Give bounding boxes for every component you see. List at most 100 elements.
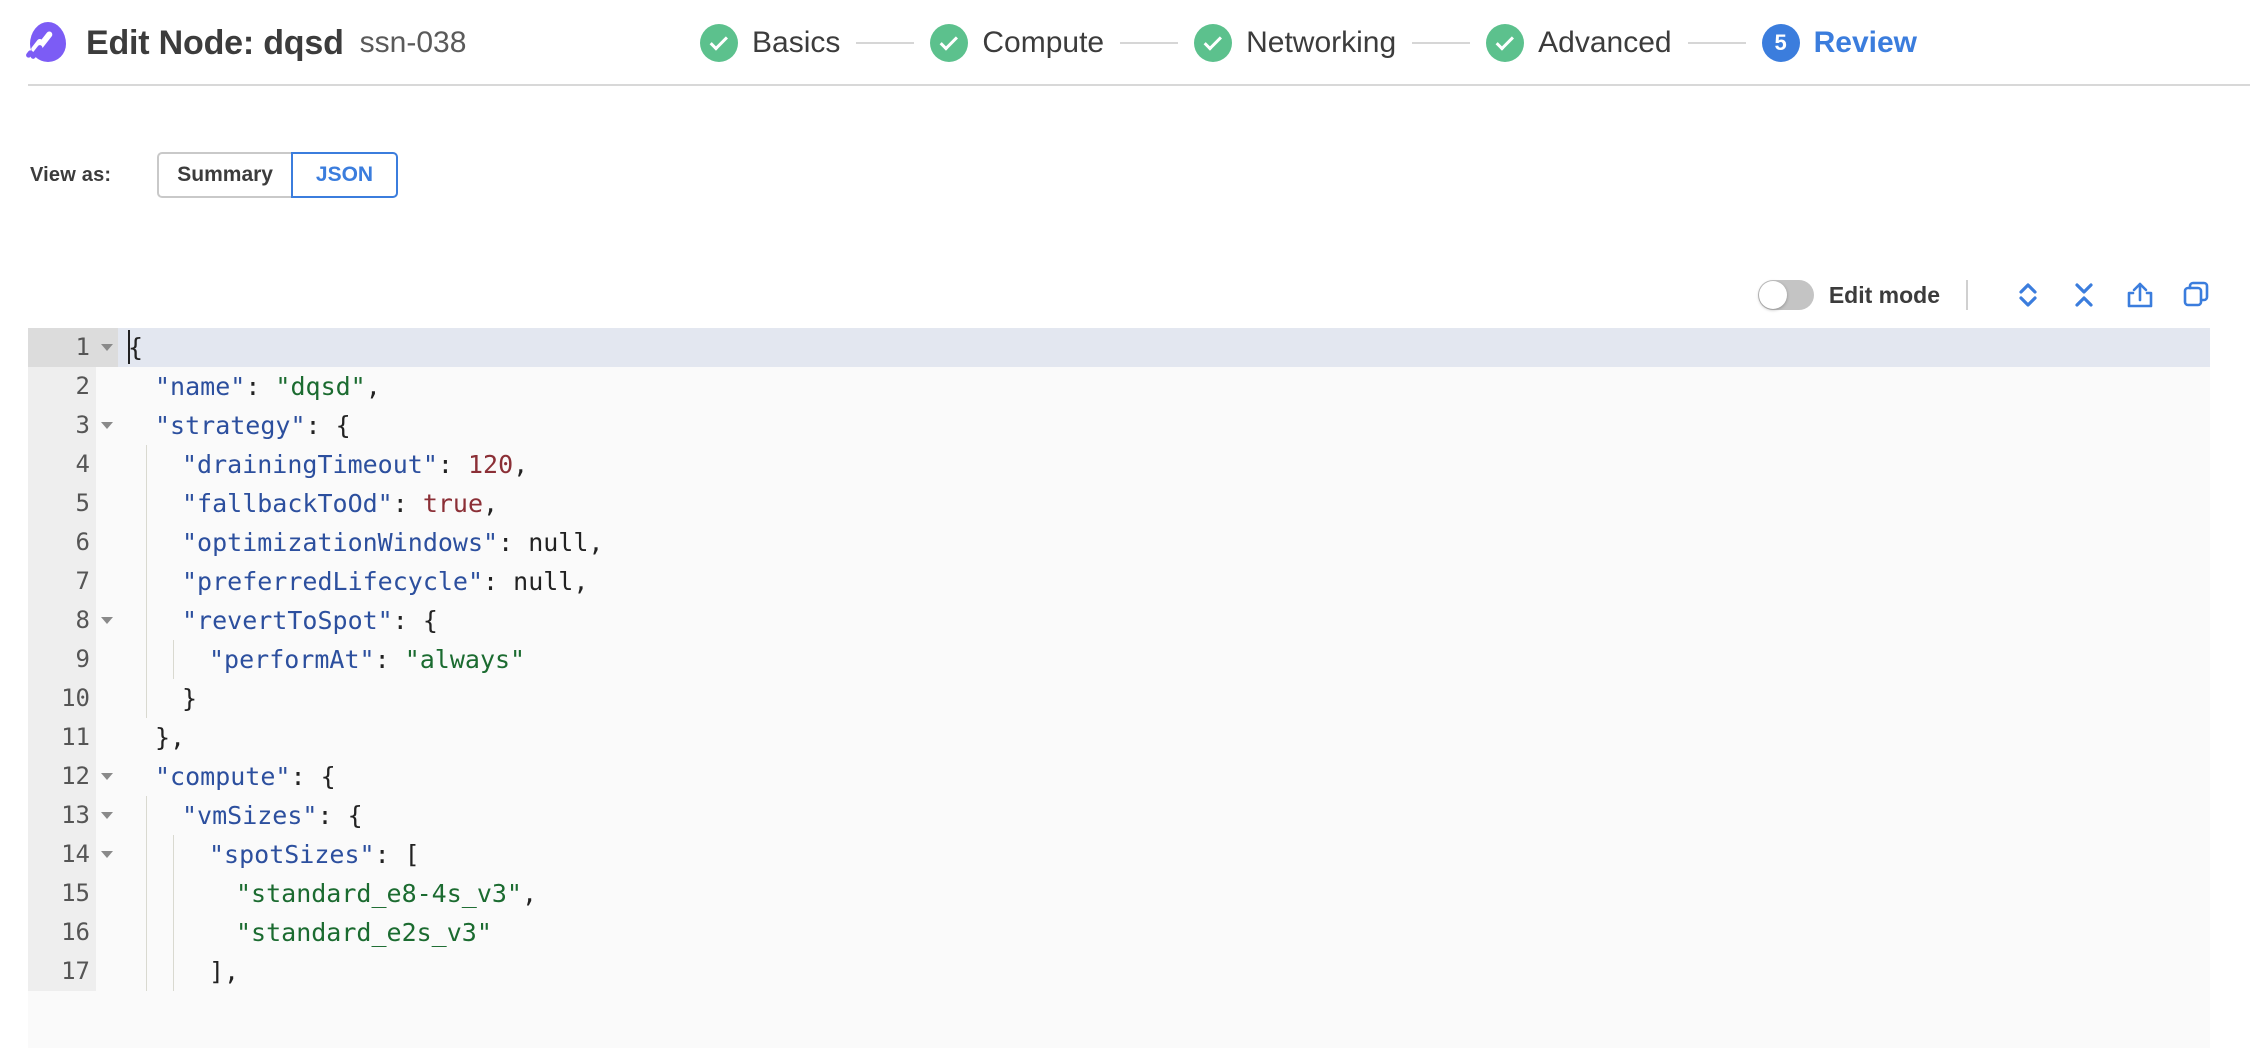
share-icon[interactable] bbox=[2120, 277, 2160, 313]
json-token-punct: ], bbox=[209, 957, 240, 986]
line-number: 4 bbox=[28, 445, 96, 484]
code-line[interactable]: 2"name": "dqsd", bbox=[28, 367, 2210, 406]
step-networking-status-icon bbox=[1194, 24, 1233, 62]
code-line[interactable]: 8 "revertToSpot": { bbox=[28, 601, 2210, 640]
step-advanced-label: Advanced bbox=[1538, 26, 1672, 59]
indent-guide bbox=[146, 523, 147, 562]
wizard-stepper: Basics Compute Networking Advanced 5 Rev… bbox=[700, 0, 1917, 86]
json-token-punct: : { bbox=[392, 606, 438, 635]
json-token-punct: , bbox=[573, 567, 589, 596]
line-number: 6 bbox=[28, 523, 96, 562]
line-number: 11 bbox=[28, 718, 96, 757]
code-text: "drainingTimeout": 120, bbox=[118, 445, 2210, 484]
code-text: }, bbox=[118, 718, 2210, 757]
json-token-key: "optimizationWindows" bbox=[182, 528, 499, 557]
step-advanced[interactable]: Advanced bbox=[1486, 24, 1672, 62]
fold-spacer bbox=[96, 523, 118, 562]
page-subtitle: ssn-038 bbox=[359, 26, 467, 59]
json-token-punct: , bbox=[513, 450, 529, 479]
json-token-punct: : bbox=[245, 372, 276, 401]
code-line[interactable]: 5 "fallbackToOd": true, bbox=[28, 484, 2210, 523]
json-token-str: "standard_e8-4s_v3" bbox=[236, 879, 522, 908]
json-token-punct: , bbox=[365, 372, 381, 401]
view-as-toggle-group: Summary JSON bbox=[157, 152, 398, 198]
code-line[interactable]: 9"performAt": "always" bbox=[28, 640, 2210, 679]
json-editor[interactable]: 1{2"name": "dqsd",3"strategy": {4 "draini… bbox=[28, 328, 2210, 1048]
code-text: "standard_e2s_v3" bbox=[118, 913, 2210, 952]
page-title: Edit Node: dqsd bbox=[86, 23, 344, 62]
json-token-punct: : bbox=[498, 528, 529, 557]
copy-icon[interactable] bbox=[2176, 277, 2216, 313]
json-token-str: "dqsd" bbox=[275, 372, 366, 401]
step-compute[interactable]: Compute bbox=[930, 24, 1104, 62]
json-token-key: "compute" bbox=[155, 762, 291, 791]
fold-arrow-icon[interactable] bbox=[96, 406, 118, 445]
indent-guide bbox=[146, 484, 147, 523]
fold-spacer bbox=[96, 640, 118, 679]
view-as-json-button[interactable]: JSON bbox=[291, 152, 398, 198]
code-line[interactable]: 14 "spotSizes": [ bbox=[28, 835, 2210, 874]
fold-arrow-icon[interactable] bbox=[96, 328, 118, 367]
fold-spacer bbox=[96, 952, 118, 991]
edit-mode-toggle[interactable] bbox=[1757, 280, 1814, 310]
json-token-punct: , bbox=[588, 528, 604, 557]
fold-spacer bbox=[96, 484, 118, 523]
code-text: { bbox=[118, 328, 2210, 367]
json-token-null: null bbox=[513, 567, 574, 596]
json-token-key: "performAt" bbox=[209, 645, 375, 674]
code-text: "spotSizes": [ bbox=[118, 835, 2210, 874]
json-token-str: "always" bbox=[404, 645, 526, 674]
step-basics-label: Basics bbox=[752, 26, 841, 59]
code-line[interactable]: 11}, bbox=[28, 718, 2210, 757]
expand-all-icon[interactable] bbox=[2008, 277, 2048, 313]
code-line[interactable]: 4 "drainingTimeout": 120, bbox=[28, 445, 2210, 484]
step-review-number: 5 bbox=[1774, 30, 1787, 55]
code-text: "revertToSpot": { bbox=[118, 601, 2210, 640]
code-line[interactable]: 13"vmSizes": { bbox=[28, 796, 2210, 835]
collapse-all-icon[interactable] bbox=[2064, 277, 2104, 313]
code-text: ], bbox=[118, 952, 2210, 991]
toolbar-divider bbox=[1966, 280, 1968, 310]
line-number: 7 bbox=[28, 562, 96, 601]
code-line[interactable]: 16"standard_e2s_v3" bbox=[28, 913, 2210, 952]
line-number: 8 bbox=[28, 601, 96, 640]
code-line[interactable]: 10} bbox=[28, 679, 2210, 718]
code-line[interactable]: 12"compute": { bbox=[28, 757, 2210, 796]
json-token-punct: { bbox=[128, 333, 144, 362]
code-line[interactable]: 6"optimizationWindows": null, bbox=[28, 523, 2210, 562]
edit-mode-toggle-knob bbox=[1758, 281, 1787, 309]
code-line[interactable]: 3"strategy": { bbox=[28, 406, 2210, 445]
code-text: "performAt": "always" bbox=[118, 640, 2210, 679]
code-line[interactable]: 7 "preferredLifecycle": null, bbox=[28, 562, 2210, 601]
indent-guide bbox=[146, 679, 147, 718]
line-number: 5 bbox=[28, 484, 96, 523]
step-basics[interactable]: Basics bbox=[700, 24, 840, 62]
line-number: 14 bbox=[28, 835, 96, 874]
json-token-key: "preferredLifecycle" bbox=[182, 567, 484, 596]
fold-arrow-icon[interactable] bbox=[96, 835, 118, 874]
code-line[interactable]: 15"standard_e8-4s_v3", bbox=[28, 874, 2210, 913]
json-token-str: "standard_e2s_v3" bbox=[236, 918, 492, 947]
code-text: "fallbackToOd": true, bbox=[118, 484, 2210, 523]
fold-arrow-icon[interactable] bbox=[96, 796, 118, 835]
step-networking[interactable]: Networking bbox=[1194, 24, 1396, 62]
fold-arrow-icon[interactable] bbox=[96, 757, 118, 796]
step-review[interactable]: 5 Review bbox=[1761, 24, 1917, 62]
json-token-punct: : bbox=[483, 567, 514, 596]
view-as-summary-button[interactable]: Summary bbox=[157, 152, 291, 198]
indent-guide bbox=[146, 913, 147, 952]
fold-spacer bbox=[96, 367, 118, 406]
code-text: "standard_e8-4s_v3", bbox=[118, 874, 2210, 913]
indent-guide bbox=[173, 913, 174, 952]
fold-spacer bbox=[96, 874, 118, 913]
code-line[interactable]: 1{ bbox=[28, 328, 2210, 367]
fold-arrow-icon[interactable] bbox=[96, 601, 118, 640]
json-token-key: "name" bbox=[155, 372, 246, 401]
indent-guide bbox=[146, 835, 147, 874]
fold-spacer bbox=[96, 562, 118, 601]
code-line[interactable]: 17], bbox=[28, 952, 2210, 991]
code-text: "compute": { bbox=[118, 757, 2210, 796]
indent-guide bbox=[146, 445, 147, 484]
step-connector bbox=[1120, 42, 1179, 44]
view-as-label: View as: bbox=[30, 163, 112, 186]
